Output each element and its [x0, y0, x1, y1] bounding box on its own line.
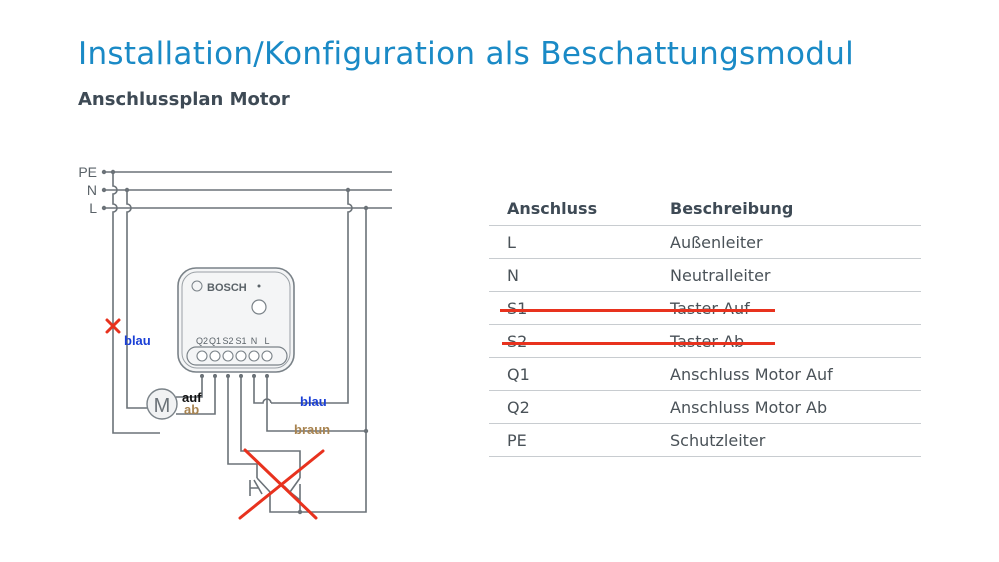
motor-label: M: [154, 395, 171, 417]
slide-subtitle: Anschlussplan Motor: [78, 89, 290, 110]
terminal-label-n: N: [251, 336, 258, 346]
bosch-device: BOSCH Q2 Q1 S2 S1 N L: [177, 267, 295, 373]
device-brand: BOSCH: [207, 282, 247, 294]
table-header-row: Anschluss Beschreibung: [489, 192, 921, 226]
strike-line-s1: [500, 309, 775, 312]
cell-terminal: PE: [489, 423, 670, 457]
cell-terminal: S1: [489, 291, 670, 325]
terminal-label-q1: Q1: [209, 336, 221, 346]
small-cross-icon: [105, 318, 121, 334]
cell-description: Taster Auf: [670, 291, 921, 325]
cell-description: Anschluss Motor Ab: [670, 390, 921, 424]
device-button[interactable]: [251, 299, 267, 315]
terminal-screws: [196, 350, 273, 362]
terminal-label-l: L: [264, 336, 269, 346]
led-icon: [257, 284, 261, 288]
cell-terminal: Q2: [489, 390, 670, 424]
bosch-logo-icon: [191, 280, 203, 292]
switch-cross-icon: [238, 448, 325, 520]
rail-label-n: N: [87, 182, 97, 198]
cell-terminal: Q1: [489, 357, 670, 391]
label-braun: braun: [294, 422, 330, 437]
cell-terminal: N: [489, 258, 670, 292]
terminal-label-q2: Q2: [196, 336, 208, 346]
cell-description: Neutralleiter: [670, 258, 921, 292]
header-beschreibung: Beschreibung: [670, 192, 921, 226]
terminal-label-s2: S2: [222, 336, 233, 346]
terminal-label-s1: S1: [235, 336, 246, 346]
motor-icon: [146, 388, 178, 420]
cell-description: Außenleiter: [670, 225, 921, 259]
cell-terminal: S2: [489, 324, 670, 358]
rail-label-l: L: [89, 200, 97, 216]
rail-label-pe: PE: [78, 164, 97, 180]
cell-description: Schutzleiter: [670, 423, 921, 457]
cell-description: Taster Ab: [670, 324, 921, 358]
cell-description: Anschluss Motor Auf: [670, 357, 921, 391]
slide-title: Installation/Konfiguration als Beschattu…: [78, 36, 855, 72]
header-anschluss: Anschluss: [489, 192, 670, 226]
label-blau-right: blau: [300, 394, 327, 409]
strike-line-s2: [502, 342, 775, 345]
label-blau-left: blau: [124, 333, 151, 348]
cell-terminal: L: [489, 225, 670, 259]
label-ab: ab: [184, 402, 199, 417]
label-auf: auf: [182, 390, 202, 405]
